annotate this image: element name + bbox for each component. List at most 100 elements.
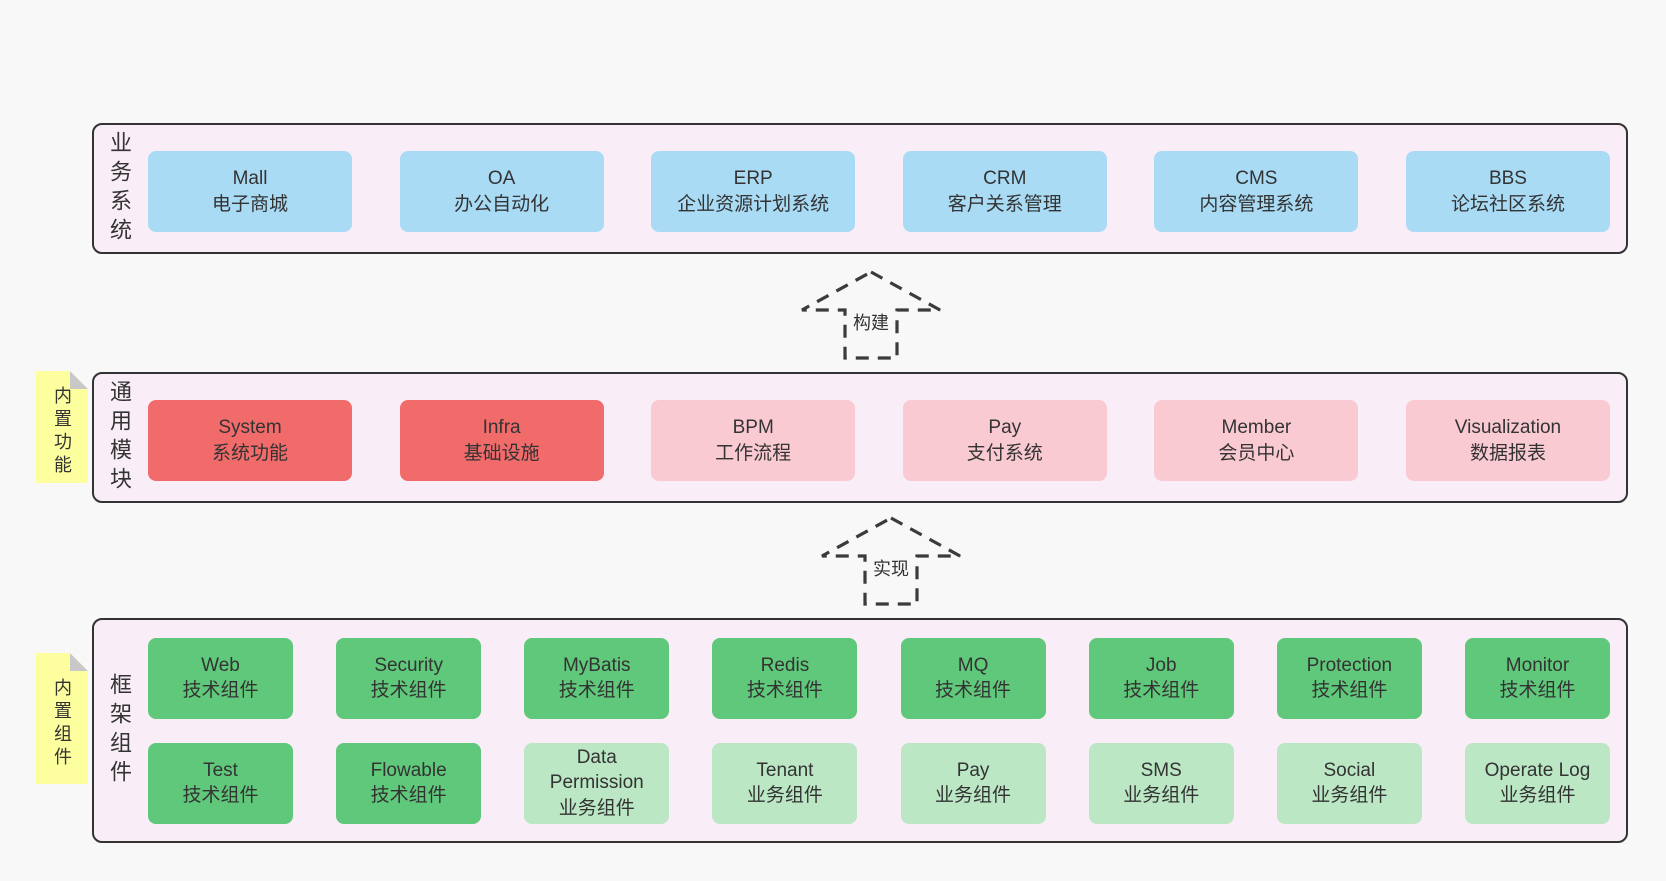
- box-title: Pay: [988, 417, 1022, 439]
- arrow-label: 构建: [850, 308, 892, 336]
- box-bpm: BPM 工作流程: [651, 400, 856, 481]
- box-title: Test: [203, 759, 238, 781]
- module-boxes-row: System 系统功能 Infra 基础设施 BPM 工作流程 Pay 支付系统…: [136, 374, 1626, 501]
- box-web: Web 技术组件: [148, 637, 293, 719]
- layer-label-framework-components: 框架组件: [107, 672, 132, 789]
- box-pay-component: Pay 业务组件: [900, 742, 1046, 824]
- component-row-1: Web 技术组件 Security 技术组件 MyBatis 技术组件 Redi…: [148, 637, 1610, 719]
- box-visualization: Visualization 数据报表: [1405, 400, 1610, 481]
- box-oa: OA 办公自动化: [399, 151, 604, 232]
- box-title: Web: [201, 654, 240, 676]
- box-subtitle: 技术组件: [182, 785, 259, 806]
- box-test: Test 技术组件: [148, 742, 293, 824]
- box-crm: CRM 客户关系管理: [902, 151, 1107, 232]
- box-subtitle: 基础设施: [463, 442, 540, 464]
- arrow-label: 实现: [870, 554, 912, 582]
- box-data-permission: Data Permission 业务组件: [524, 742, 670, 824]
- box-sms: SMS 业务组件: [1088, 742, 1234, 824]
- box-protection: Protection 技术组件: [1276, 637, 1422, 719]
- box-operate-log: Operate Log 业务组件: [1464, 742, 1610, 824]
- box-title: BBS: [1488, 168, 1527, 190]
- box-subtitle: 业务组件: [935, 785, 1012, 806]
- box-title: MQ: [957, 654, 989, 676]
- box-bbs: BBS 论坛社区系统: [1405, 151, 1610, 232]
- arrow-implement: 实现: [816, 514, 966, 608]
- box-subtitle: 技术组件: [370, 785, 447, 806]
- note-fold-corner-icon: [70, 653, 88, 671]
- box-redis: Redis 技术组件: [712, 637, 858, 719]
- box-title: Protection: [1306, 654, 1393, 676]
- box-subtitle: 技术组件: [558, 680, 635, 701]
- box-subtitle: 业务组件: [746, 785, 823, 806]
- box-subtitle: 业务组件: [558, 797, 635, 819]
- box-infra: Infra 基础设施: [399, 400, 604, 481]
- box-title: MyBatis: [562, 654, 631, 676]
- layer-framework-components: 框架组件 Web 技术组件 Security 技术组件 MyBatis 技术组件…: [92, 618, 1628, 843]
- box-subtitle: 数据报表: [1469, 442, 1546, 464]
- box-title: BPM: [732, 417, 774, 439]
- box-subtitle: 客户关系管理: [947, 193, 1062, 215]
- box-title: SMS: [1140, 759, 1182, 781]
- box-title: Infra: [482, 417, 521, 439]
- box-subtitle: 系统功能: [211, 442, 288, 464]
- box-subtitle: 技术组件: [370, 680, 447, 701]
- box-title: ERP: [733, 168, 773, 190]
- arrow-build: 构建: [796, 268, 946, 362]
- box-title: OA: [487, 168, 516, 190]
- box-monitor: Monitor 技术组件: [1464, 637, 1610, 719]
- box-pay: Pay 支付系统: [902, 400, 1107, 481]
- note-fold-corner-icon: [70, 371, 88, 389]
- note-text: 内置组件: [52, 677, 72, 770]
- box-title: Job: [1145, 654, 1177, 676]
- box-title: Operate Log: [1484, 759, 1591, 781]
- box-subtitle: 电子商城: [211, 193, 288, 215]
- box-subtitle: 技术组件: [1499, 680, 1576, 701]
- box-job: Job 技术组件: [1088, 637, 1234, 719]
- box-member: Member 会员中心: [1154, 400, 1359, 481]
- box-erp: ERP 企业资源计划系统: [651, 151, 856, 232]
- box-subtitle: 业务组件: [1311, 785, 1388, 806]
- note-text: 内置功能: [52, 386, 72, 478]
- box-title: Flowable: [370, 759, 447, 781]
- box-tenant: Tenant 业务组件: [712, 742, 858, 824]
- box-subtitle: 企业资源计划系统: [677, 193, 830, 215]
- box-subtitle: 业务组件: [1123, 785, 1200, 806]
- component-boxes: Web 技术组件 Security 技术组件 MyBatis 技术组件 Redi…: [136, 620, 1626, 841]
- box-mq: MQ 技术组件: [900, 637, 1046, 719]
- business-boxes-row: Mall 电子商城 OA 办公自动化 ERP 企业资源计划系统 CRM 客户关系…: [136, 125, 1626, 252]
- box-subtitle: 论坛社区系统: [1450, 193, 1565, 215]
- box-subtitle: 技术组件: [1311, 680, 1388, 701]
- box-title: Data Permission: [549, 747, 644, 794]
- box-subtitle: 技术组件: [182, 680, 259, 701]
- layer-label-common-modules: 通用模块: [107, 379, 132, 496]
- box-title: Pay: [956, 759, 990, 781]
- box-subtitle: 技术组件: [1123, 680, 1200, 701]
- box-title: Visualization: [1454, 417, 1562, 439]
- layer-common-modules: 通用模块 System 系统功能 Infra 基础设施 BPM 工作流程 Pay…: [92, 372, 1628, 503]
- box-subtitle: 技术组件: [935, 680, 1012, 701]
- box-subtitle: 工作流程: [715, 442, 792, 464]
- box-mybatis: MyBatis 技术组件: [524, 637, 670, 719]
- sticky-note-builtin-components: 内置组件: [36, 653, 88, 784]
- box-title: CMS: [1235, 168, 1278, 190]
- component-row-2: Test 技术组件 Flowable 技术组件 Data Permission …: [148, 742, 1610, 824]
- box-title: CRM: [983, 168, 1027, 190]
- box-title: Tenant: [756, 759, 814, 781]
- box-security: Security 技术组件: [336, 637, 482, 719]
- box-mall: Mall 电子商城: [148, 151, 352, 232]
- box-subtitle: 业务组件: [1499, 785, 1576, 806]
- box-title: System: [218, 417, 282, 439]
- box-subtitle: 办公自动化: [454, 193, 550, 215]
- box-title: Redis: [760, 654, 810, 676]
- box-subtitle: 技术组件: [746, 680, 823, 701]
- box-subtitle: 会员中心: [1218, 442, 1295, 464]
- box-title: Monitor: [1505, 654, 1570, 676]
- box-social: Social 业务组件: [1276, 742, 1422, 824]
- box-title: Mall: [232, 168, 268, 190]
- layer-business-systems: 业务系统 Mall 电子商城 OA 办公自动化 ERP 企业资源计划系统 CRM…: [92, 123, 1628, 254]
- box-subtitle: 支付系统: [966, 442, 1043, 464]
- box-cms: CMS 内容管理系统: [1154, 151, 1359, 232]
- box-title: Member: [1221, 417, 1292, 439]
- box-flowable: Flowable 技术组件: [336, 742, 482, 824]
